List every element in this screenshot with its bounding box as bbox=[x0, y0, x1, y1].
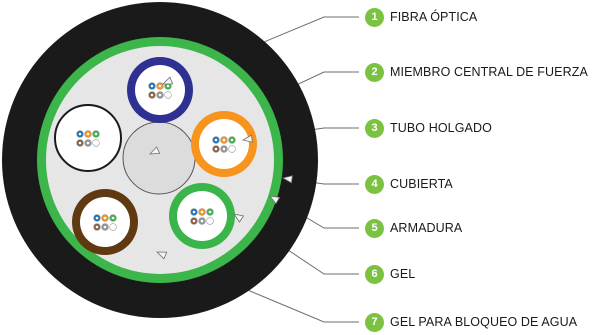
fiber-core bbox=[230, 147, 234, 151]
arrowhead bbox=[156, 251, 168, 260]
fiber-core bbox=[95, 216, 99, 220]
fiber-core bbox=[86, 141, 90, 145]
fiber-core bbox=[150, 84, 154, 88]
arrowhead bbox=[241, 134, 253, 143]
label-tubo-holgado: 3 TUBO HOLGADO bbox=[365, 118, 492, 138]
fiber-core bbox=[166, 93, 170, 97]
fiber-core bbox=[166, 84, 170, 88]
fiber-core bbox=[208, 219, 212, 223]
fiber-core bbox=[192, 210, 196, 214]
label-number-badge: 7 bbox=[365, 312, 384, 332]
arrowhead bbox=[149, 146, 161, 155]
fiber-core bbox=[158, 84, 162, 88]
label-fibra-optica: 1 FIBRA ÓPTICA bbox=[365, 7, 477, 27]
fiber-core bbox=[78, 132, 82, 136]
fiber-core bbox=[208, 210, 212, 214]
fiber-core bbox=[214, 138, 218, 142]
loose-tube-green bbox=[169, 183, 235, 249]
fiber-core bbox=[230, 138, 234, 142]
tube-interior bbox=[177, 191, 227, 241]
loose-tube-blue bbox=[127, 57, 193, 123]
label-number-badge: 5 bbox=[365, 218, 384, 238]
label-armadura: 5 ARMADURA bbox=[365, 218, 462, 238]
label-number-badge: 3 bbox=[365, 118, 384, 138]
arrowhead bbox=[233, 213, 245, 223]
label-gel: 6 GEL bbox=[365, 264, 415, 284]
loose-tubes bbox=[54, 57, 257, 255]
central-strength-member bbox=[122, 121, 196, 195]
cable-body bbox=[2, 2, 318, 318]
label-number-badge: 6 bbox=[365, 264, 384, 284]
fiber-core bbox=[94, 132, 98, 136]
label-text: CUBIERTA bbox=[390, 177, 453, 191]
fiber-core bbox=[111, 225, 115, 229]
fiber-core bbox=[214, 147, 218, 151]
label-cubierta: 4 CUBIERTA bbox=[365, 174, 453, 194]
fiber-core bbox=[95, 225, 99, 229]
label-text: TUBO HOLGADO bbox=[390, 121, 492, 135]
label-miembro-central-de-fuerza: 2 MIEMBRO CENTRAL DE FUERZA bbox=[365, 62, 588, 82]
fiber-core bbox=[103, 225, 107, 229]
label-text: GEL bbox=[390, 267, 416, 281]
fiber-core bbox=[111, 216, 115, 220]
arrowhead bbox=[162, 76, 174, 85]
arrowhead bbox=[281, 175, 293, 184]
fiber-core bbox=[86, 132, 90, 136]
label-text: GEL PARA BLOQUEO DE AGUA bbox=[390, 315, 578, 329]
tube-interior bbox=[80, 197, 130, 247]
fiber-core bbox=[222, 138, 226, 142]
loose-tube-orange bbox=[191, 111, 257, 177]
arrowhead bbox=[269, 195, 281, 205]
label-number-badge: 2 bbox=[365, 62, 384, 82]
fiber-core bbox=[200, 210, 204, 214]
label-gel-para-bloqueo-de-agua: 7 GEL PARA BLOQUEO DE AGUA bbox=[365, 312, 577, 332]
fiber-core bbox=[103, 216, 107, 220]
leader-arrowheads bbox=[149, 76, 293, 260]
fiber-core bbox=[158, 93, 162, 97]
label-text: MIEMBRO CENTRAL DE FUERZA bbox=[390, 65, 588, 79]
label-text: ARMADURA bbox=[390, 221, 463, 235]
loose-tube-white bbox=[54, 104, 122, 172]
tube-interior bbox=[199, 119, 249, 169]
fiber-core bbox=[192, 219, 196, 223]
fiber-core bbox=[200, 219, 204, 223]
tube-interior bbox=[135, 65, 185, 115]
tube-interior bbox=[63, 113, 113, 163]
label-number-badge: 4 bbox=[365, 174, 384, 194]
fiber-core bbox=[222, 147, 226, 151]
label-text: FIBRA ÓPTICA bbox=[390, 10, 478, 24]
loose-tube-brown bbox=[72, 189, 138, 255]
label-number-badge: 1 bbox=[365, 7, 384, 27]
fiber-core bbox=[150, 93, 154, 97]
fiber-core bbox=[78, 141, 82, 145]
fiber-core bbox=[94, 141, 98, 145]
